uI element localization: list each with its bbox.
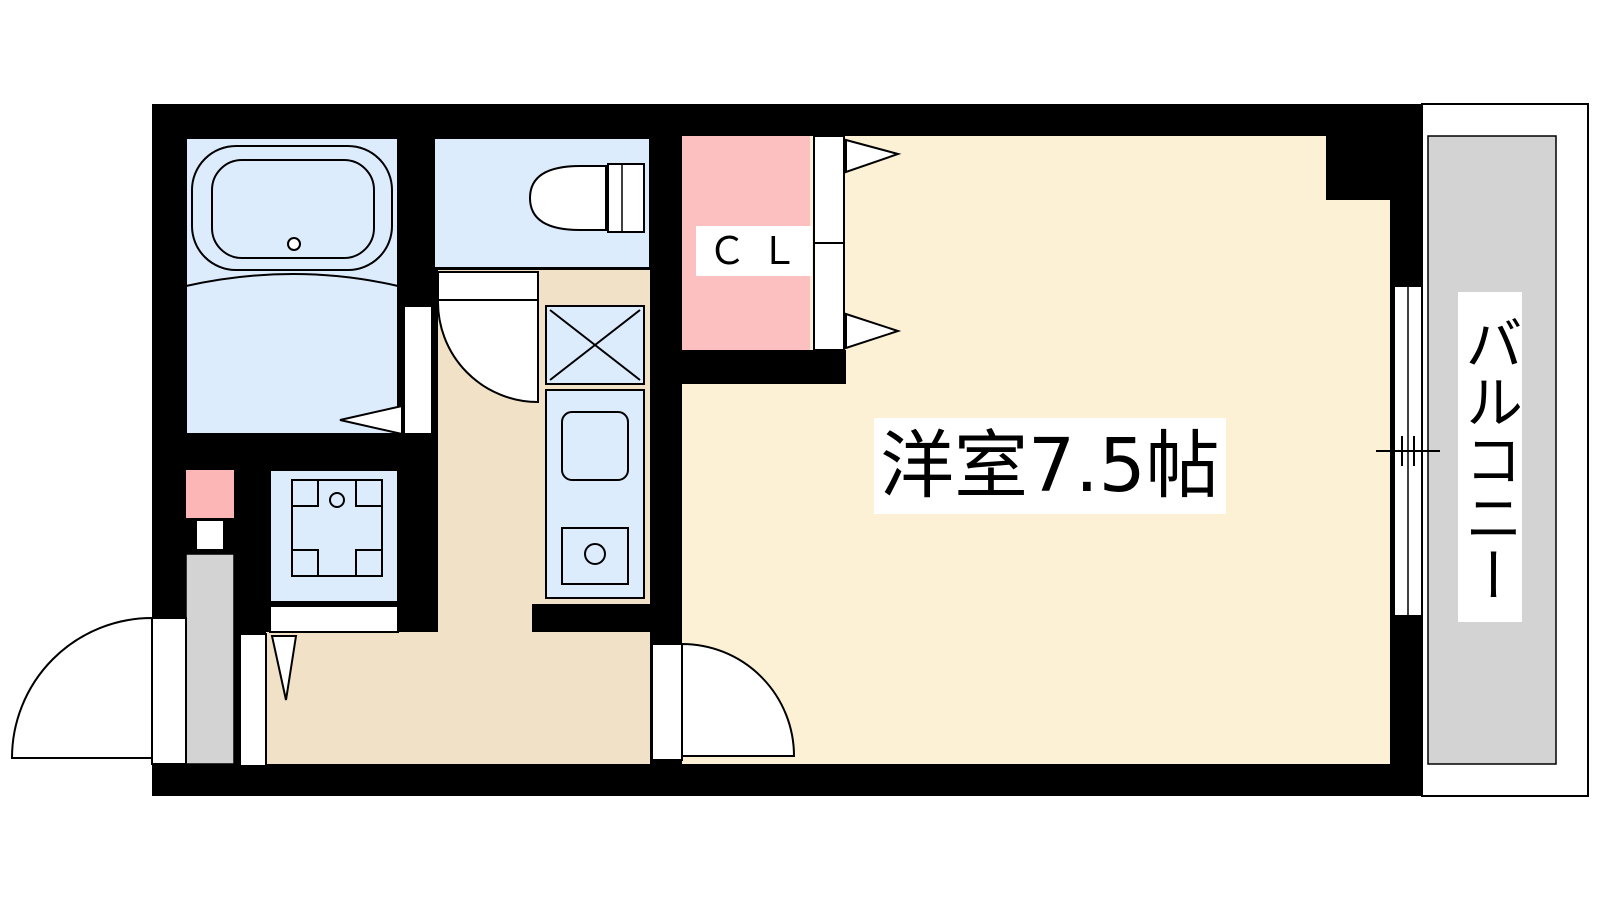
corridor-floor-lower	[266, 632, 650, 764]
toilet-bowl	[528, 165, 607, 231]
washroom-door-frame	[269, 605, 399, 633]
washing-machine-drain	[329, 492, 345, 508]
balcony-window	[1376, 285, 1440, 617]
kitchen-stove	[561, 527, 629, 585]
washing-machine-corner-br	[355, 549, 383, 577]
entrance-door-swing	[10, 616, 153, 759]
room-door-frame	[651, 643, 683, 761]
washing-machine-corner-tl	[291, 479, 319, 507]
toilet-tank	[607, 163, 645, 233]
bathtub-drain	[287, 237, 301, 251]
room-door-swing	[681, 642, 796, 757]
closet-wall	[682, 350, 846, 384]
kitchen-refrigerator-cross-b	[549, 309, 641, 381]
structural-column	[1326, 136, 1390, 200]
closet-label: ＣＬ	[696, 226, 813, 276]
toilet-room	[433, 137, 651, 404]
room-door	[651, 642, 796, 761]
bathtub-edge	[185, 273, 399, 287]
washroom-divider	[186, 434, 432, 468]
kitchen-burner	[584, 543, 606, 565]
entrance-floor	[185, 553, 235, 765]
toilet-door-swing	[436, 299, 539, 404]
shoe-box	[186, 470, 234, 518]
washroom-door-arrow	[270, 635, 298, 701]
bathtub-inner	[211, 159, 375, 259]
washroom-floor	[269, 469, 399, 603]
washing-machine-corner-bl	[291, 549, 319, 577]
closet-door-arrow-bottom	[845, 312, 902, 350]
bathroom-door-arrow	[339, 404, 403, 436]
balcony-label: バルコニー	[1455, 292, 1523, 622]
bathroom-door-track	[403, 305, 433, 435]
entrance	[10, 470, 267, 767]
washroom-wall-right	[404, 434, 434, 632]
entrance-door-frame	[151, 617, 187, 765]
washing-machine	[291, 479, 383, 577]
toilet-door-frame	[437, 271, 539, 301]
washroom	[186, 434, 434, 701]
kitchen-sink	[561, 411, 629, 481]
bathroom	[185, 137, 433, 436]
entrance-step	[239, 633, 267, 767]
kitchen-wall-lower	[532, 604, 650, 632]
closet-door-arrow-top	[845, 138, 902, 174]
washing-machine-corner-tr	[355, 479, 383, 507]
western-room-label: 洋室7.5帖	[874, 418, 1226, 514]
shoe-box-door	[195, 519, 225, 551]
